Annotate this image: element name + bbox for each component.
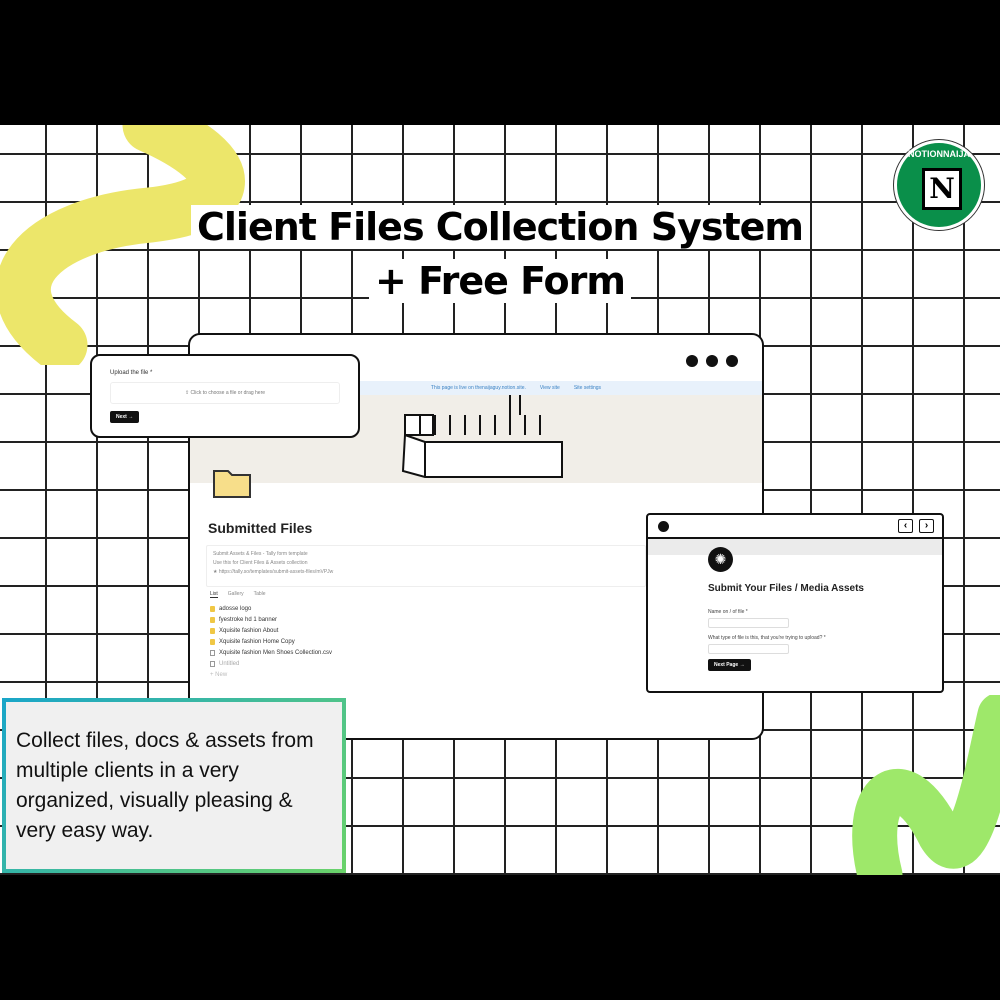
item-label: Xquisite fashion Men Shoes Collection.cs…: [219, 649, 333, 656]
tally-embed-bookmark[interactable]: Submit Assets & Files - Tally form templ…: [206, 545, 646, 587]
folder-icon: [210, 616, 215, 623]
embed-subtitle: Use this for Client Files & Assets colle…: [213, 560, 308, 566]
list-item[interactable]: Xquisite fashion Men Shoes Collection.cs…: [210, 647, 332, 658]
notion-page-window: This page is live on thenaijaguy.notion.…: [188, 333, 764, 740]
item-label: Untitled: [219, 660, 240, 667]
folder-icon: [210, 638, 215, 645]
folder-icon: [213, 470, 251, 498]
caption-box: Collect files, docs & assets from multip…: [2, 698, 346, 873]
list-item[interactable]: Xquisite fashion Home Copy: [210, 636, 332, 647]
item-label: Xquisite fashion Home Copy: [219, 638, 295, 645]
form-cover: [648, 539, 942, 555]
yellow-squiggle: [0, 125, 245, 365]
star-icon: ★: [213, 569, 218, 575]
form-logo-icon: ✺: [708, 547, 733, 572]
list-item[interactable]: fyestroke hd 1 banner: [210, 614, 332, 625]
file-type-select[interactable]: [708, 644, 789, 654]
logo-ring-text: NOTIONNAIJA: [907, 149, 970, 159]
headline: Client Files Collection System + Free Fo…: [0, 200, 1000, 308]
form-title: Submit Your Files / Media Assets: [708, 583, 864, 594]
file-list: adosse logo fyestroke hd 1 banner Xquisi…: [210, 603, 332, 680]
upload-label: Upload the file *: [110, 370, 153, 376]
green-squiggle: [852, 695, 1000, 875]
window-dot: [658, 521, 669, 532]
next-button[interactable]: Next →: [110, 411, 140, 423]
tally-form-window: ‹› ✺ Submit Your Files / Media Assets Na…: [646, 513, 944, 693]
back-arrow-icon[interactable]: ‹: [898, 519, 913, 533]
notionnaija-logo: NOTIONNAIJA N: [894, 140, 984, 230]
tab-gallery[interactable]: Gallery: [227, 591, 244, 597]
folder-icon: [210, 627, 215, 634]
item-label: fyestroke hd 1 banner: [219, 616, 278, 623]
embed-title: Submit Assets & Files - Tally form templ…: [213, 551, 308, 557]
forward-arrow-icon[interactable]: ›: [919, 519, 934, 533]
question-type-label: What type of file is this, that you're t…: [708, 635, 826, 641]
site-settings-link[interactable]: Site settings: [573, 385, 602, 391]
item-label: Xquisite fashion About: [219, 627, 279, 634]
headline-line-2: + Free Form: [369, 259, 631, 303]
list-item[interactable]: adosse logo: [210, 603, 332, 614]
list-item[interactable]: Xquisite fashion About: [210, 625, 332, 636]
file-dropzone[interactable]: ⇪ Click to choose a file or drag here: [110, 382, 340, 404]
tab-list[interactable]: List: [210, 591, 218, 598]
view-tabs: List Gallery Table: [210, 591, 266, 598]
new-item-button[interactable]: + New: [210, 671, 228, 678]
form-window-titlebar: ‹›: [648, 515, 942, 539]
page-icon: [210, 660, 215, 667]
question-name-label: Name on / of file *: [708, 609, 748, 615]
headline-line-1: Client Files Collection System: [191, 205, 809, 249]
window-dots: [686, 355, 738, 367]
next-page-button[interactable]: Next Page →: [708, 659, 751, 671]
file-box-illustration: [401, 395, 563, 478]
embed-url[interactable]: https://tally.so/templates/submit-assets…: [218, 569, 334, 575]
live-banner-text: This page is live on thenaijaguy.notion.…: [430, 385, 526, 391]
page-title: Submitted Files: [208, 520, 313, 536]
list-item[interactable]: Untitled: [210, 658, 332, 669]
tab-table[interactable]: Table: [253, 591, 266, 597]
logo-n-cube: N: [922, 168, 962, 210]
folder-icon: [210, 605, 215, 612]
upload-card: Upload the file * ⇪ Click to choose a fi…: [90, 354, 360, 438]
name-input[interactable]: [708, 618, 789, 628]
page-icon: [210, 649, 215, 656]
item-label: adosse logo: [219, 605, 252, 612]
view-site-link[interactable]: View site: [539, 385, 560, 391]
